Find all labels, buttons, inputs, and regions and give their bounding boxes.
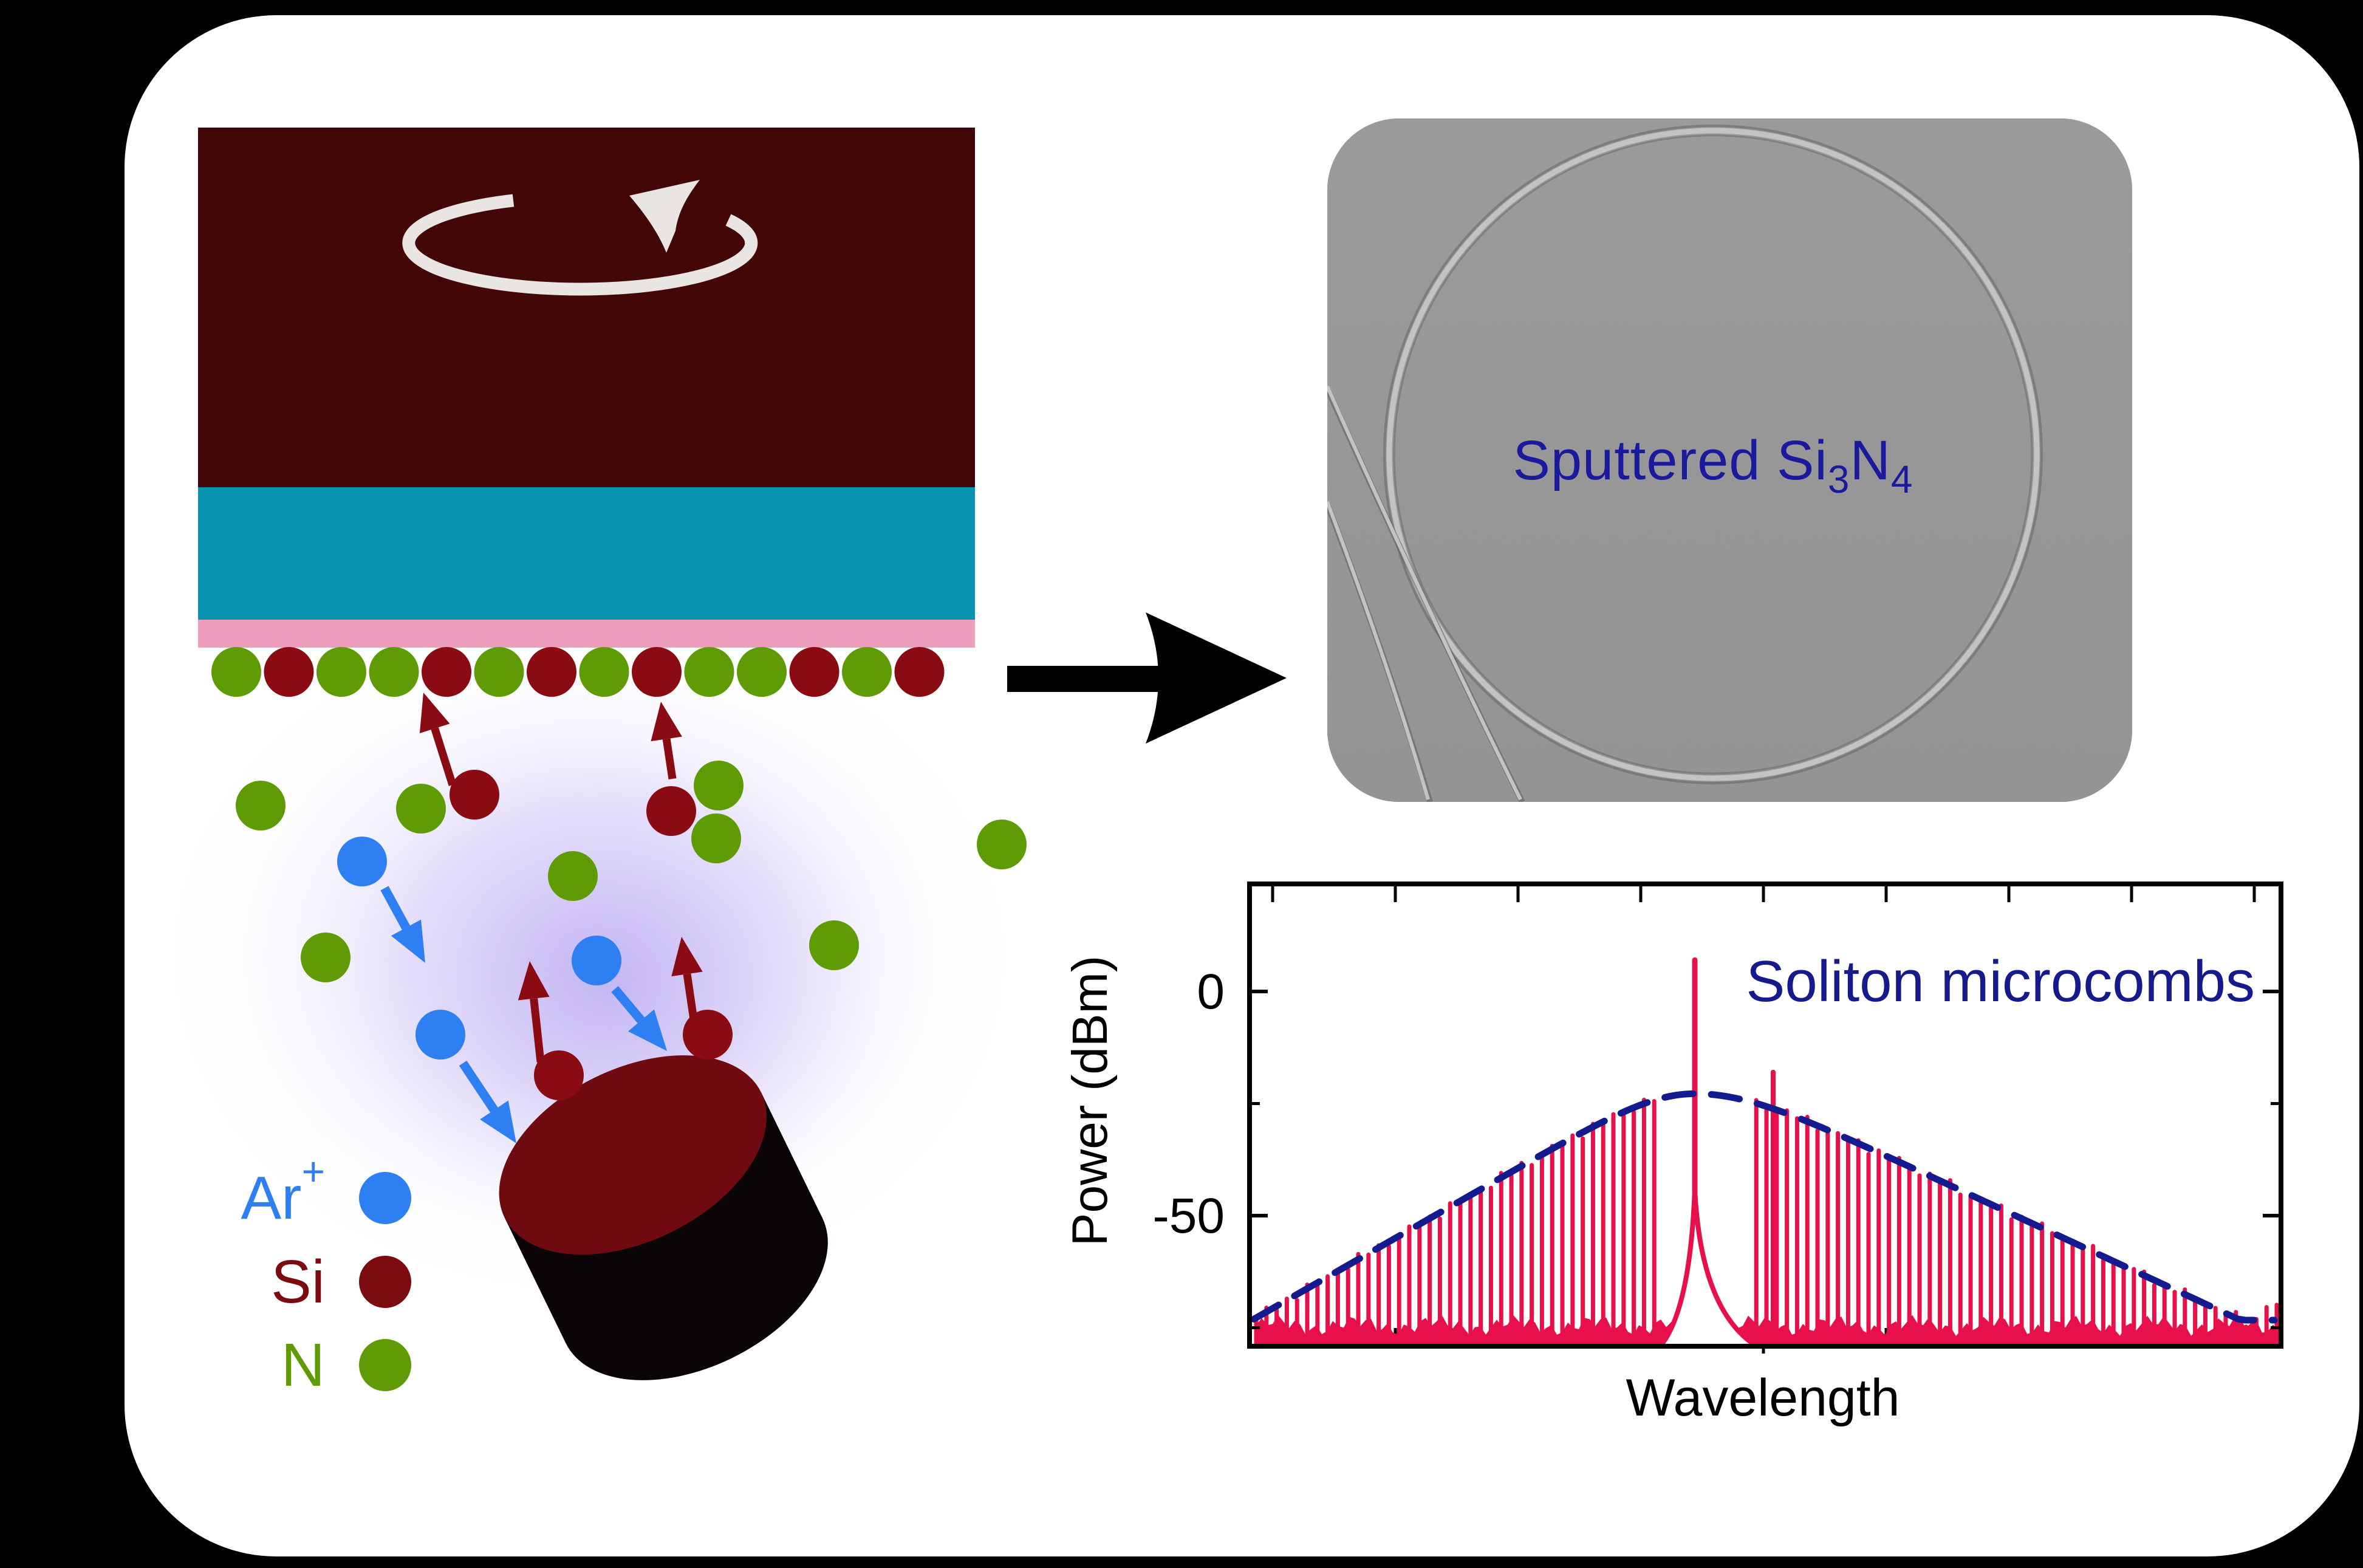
legend-swatch — [359, 1256, 411, 1308]
green-atom — [301, 933, 351, 982]
legend-label: N — [281, 1331, 325, 1399]
plasma-arrows — [380, 693, 703, 1143]
ytick-label-0: 0 — [1197, 964, 1225, 1019]
row-atom-g — [842, 647, 892, 697]
sputtered-si-arrow — [530, 998, 545, 1063]
green-atom — [396, 784, 446, 834]
legend-label: Si — [271, 1248, 325, 1316]
red-atom — [450, 770, 499, 820]
row-atom-g — [579, 647, 629, 697]
film-layer-teal — [198, 487, 975, 620]
row-atom-g — [211, 647, 261, 697]
plasma-atoms — [236, 761, 1027, 1100]
row-atom-r — [527, 647, 576, 697]
sem-micrograph — [1327, 118, 2132, 802]
green-atom — [977, 820, 1027, 869]
sem-image — [1327, 118, 2132, 802]
sputtered-si-arrow — [662, 738, 677, 779]
plot-frame-border — [1247, 882, 2283, 1349]
green-atom — [548, 851, 598, 901]
sputtered-si-arrow-head — [419, 693, 450, 733]
rotation-arrow-icon — [402, 180, 758, 296]
green-atom — [691, 813, 741, 863]
sem-label-part: N — [1850, 430, 1891, 491]
legend-swatch — [359, 1172, 411, 1224]
film-layer-pink — [198, 620, 975, 648]
sputtered-si-arrow — [683, 973, 698, 1020]
sem-label-part: Sputtered Si — [1513, 430, 1828, 491]
microring-resonator — [1383, 125, 2043, 784]
ytick-label-m50: -50 — [1152, 1188, 1225, 1244]
blue-atom — [415, 1010, 465, 1060]
blue-atom — [337, 837, 387, 886]
argon-ion-arrow — [380, 886, 411, 930]
row-atom-g — [369, 647, 419, 697]
row-atom-r — [422, 647, 471, 697]
row-atom-r — [264, 647, 314, 697]
substrate-block — [198, 128, 975, 487]
plot-annotation: Soliton microcombs — [1746, 949, 2255, 1014]
envelope-dashed-curve — [1250, 1090, 2278, 1324]
row-atom-g — [316, 647, 366, 697]
sem-label: Sputtered Si3N4 — [1391, 429, 2035, 502]
sputtered-si-arrow-head — [518, 961, 550, 1001]
bus-waveguides — [1327, 385, 1525, 802]
row-atom-g — [737, 647, 787, 697]
pump-pedestal — [1658, 1187, 1759, 1349]
red-atom — [534, 1050, 584, 1100]
x-axis-label: Wavelength — [1626, 1369, 1900, 1427]
spectrum-plot: Power (dBm) Wavelength 0 -50 Soliton mic… — [1062, 882, 2283, 1427]
row-atom-r — [894, 647, 945, 697]
green-atom — [236, 781, 286, 830]
legend-swatch — [359, 1339, 411, 1391]
red-atom — [683, 1010, 733, 1060]
argon-ion-arrow — [459, 1060, 498, 1113]
green-atom — [694, 761, 744, 810]
row-atom-g — [474, 647, 524, 697]
sputter-target — [499, 1055, 828, 1380]
sem-label-part: 4 — [1890, 457, 1913, 501]
legend-row-si: Si — [125, 1251, 411, 1312]
deposited-atom-row — [211, 647, 945, 697]
process-arrow-icon — [1007, 612, 1287, 744]
legend-row-n: N — [125, 1335, 411, 1395]
legend-label: Ar+ — [241, 1149, 325, 1232]
sputtered-si-arrow-head — [671, 937, 703, 977]
row-atom-g — [684, 647, 734, 697]
argon-ion-arrow-head — [480, 1100, 516, 1143]
red-atom — [646, 786, 696, 836]
legend-row-ar: Ar+ — [125, 1149, 411, 1232]
sputtered-si-arrow — [431, 727, 457, 786]
row-atom-r — [789, 647, 840, 697]
sem-label-part: 3 — [1827, 457, 1850, 501]
sputtered-si-arrow-head — [651, 702, 682, 742]
argon-ion-arrow-head — [391, 919, 425, 963]
blue-atom — [572, 936, 621, 985]
argon-ion-arrow — [611, 986, 645, 1024]
green-atom — [809, 920, 859, 970]
argon-ion-arrow-head — [628, 1009, 667, 1051]
row-atom-r — [632, 647, 682, 697]
y-axis-label: Power (dBm) — [1062, 956, 1118, 1246]
